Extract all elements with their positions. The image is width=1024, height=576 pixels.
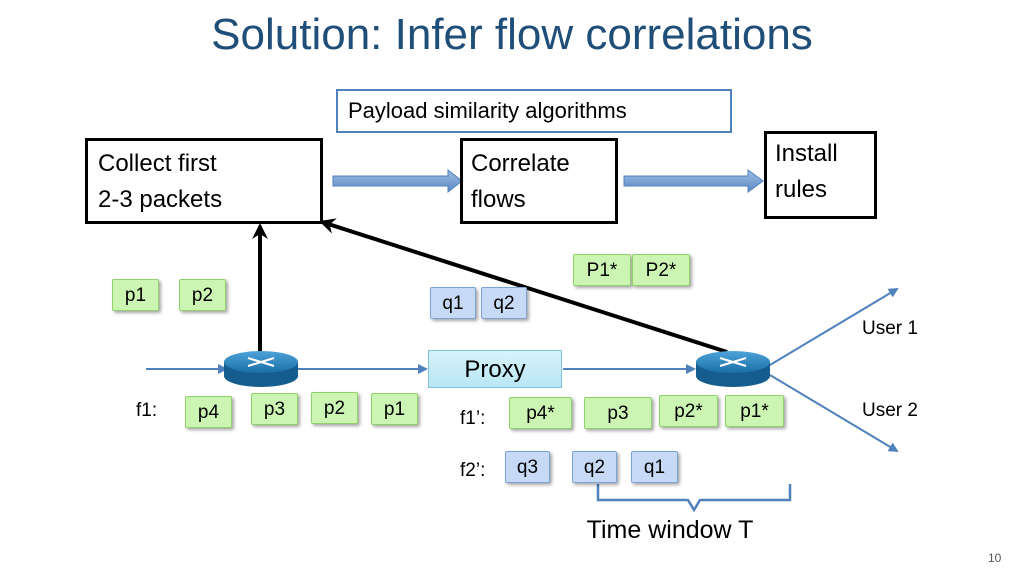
router-icon bbox=[224, 351, 298, 387]
time-window-brace bbox=[596, 484, 792, 513]
packet: p4 bbox=[185, 396, 232, 428]
collect-packets-stage: Collect first 2-3 packets bbox=[85, 138, 323, 224]
page-number: 10 bbox=[988, 551, 1002, 565]
flow-f1-label: f1: bbox=[136, 400, 158, 421]
stage-arrow-2 bbox=[623, 169, 764, 193]
packet: p1 bbox=[371, 393, 418, 425]
router-icon bbox=[696, 351, 770, 387]
payload-similarity-box: Payload similarity algorithms bbox=[336, 89, 732, 133]
install-rules-stage: Install rules bbox=[764, 131, 877, 219]
packet: p3 bbox=[251, 393, 298, 425]
user2-label: User 2 bbox=[862, 400, 918, 421]
packet: q3 bbox=[505, 451, 550, 483]
proxy-box: Proxy bbox=[428, 350, 562, 388]
packet: q2 bbox=[481, 287, 527, 319]
packet: p2 bbox=[311, 392, 358, 424]
packet: p3 bbox=[584, 397, 652, 429]
time-window-caption: Time window T bbox=[586, 516, 754, 544]
flow-f2-prime-label: f2’: bbox=[460, 460, 486, 481]
packet: q2 bbox=[572, 451, 617, 483]
packet: p4* bbox=[509, 397, 572, 429]
packet: p1 bbox=[112, 279, 159, 311]
to-user1-arrow bbox=[769, 287, 899, 366]
packet: p2 bbox=[179, 279, 226, 311]
packet: P2* bbox=[632, 254, 690, 286]
to-user2-arrow bbox=[769, 374, 899, 453]
packet: p2* bbox=[659, 395, 718, 427]
page-title: Solution: Infer flow correlations bbox=[211, 10, 813, 59]
packet: q1 bbox=[430, 287, 476, 319]
user1-label: User 1 bbox=[862, 318, 918, 339]
flow-f1-prime-label: f1’: bbox=[460, 408, 486, 429]
packet: p1* bbox=[725, 395, 784, 427]
correlate-flows-stage: Correlate flows bbox=[460, 138, 618, 224]
packet: q1 bbox=[631, 451, 678, 483]
packet: P1* bbox=[573, 254, 631, 286]
stage-arrow-1 bbox=[332, 168, 463, 194]
